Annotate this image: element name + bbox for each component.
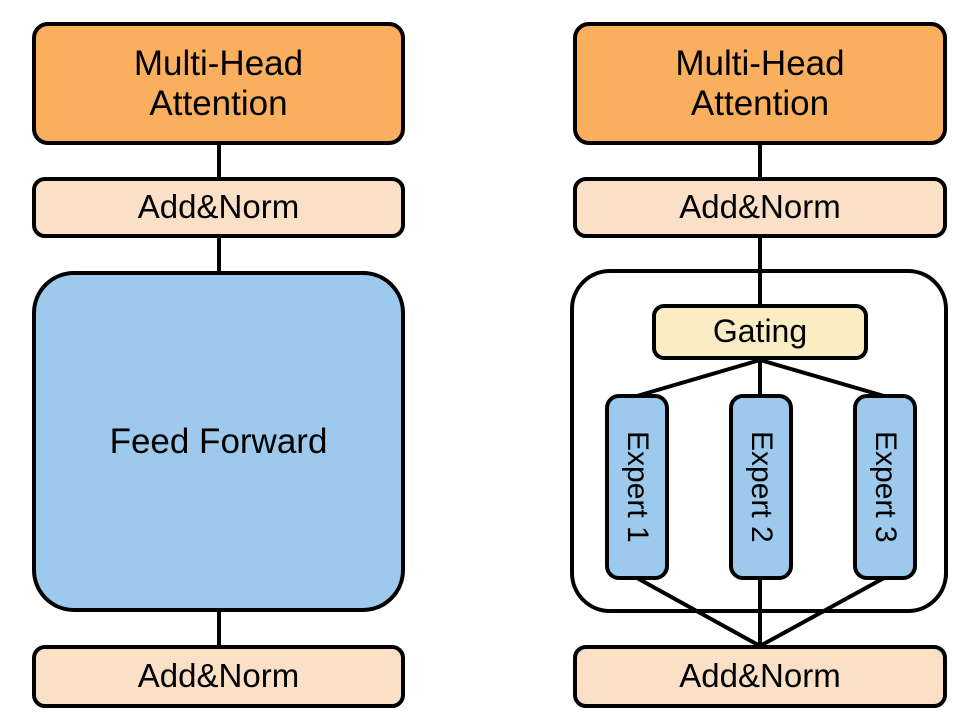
expert-1-box[interactable]: Expert 1 (605, 394, 669, 580)
left-add-norm-top-box[interactable]: Add&Norm (32, 177, 405, 238)
left-multi-head-attention-box[interactable]: Multi-Head Attention (32, 22, 405, 145)
right-multi-head-attention-box[interactable]: Multi-Head Attention (573, 22, 947, 145)
expert-3-label: Expert 3 (868, 431, 902, 543)
expert-2-label: Expert 2 (744, 431, 778, 543)
left-feed-forward-box[interactable]: Feed Forward (32, 271, 405, 612)
expert-2-box[interactable]: Expert 2 (729, 394, 793, 580)
right-add-norm-bottom-box[interactable]: Add&Norm (573, 645, 947, 708)
left-add-norm-bottom-box[interactable]: Add&Norm (32, 645, 405, 708)
gating-box[interactable]: Gating (652, 304, 868, 360)
right-add-norm-top-box[interactable]: Add&Norm (573, 177, 947, 238)
expert-1-label: Expert 1 (620, 431, 654, 543)
expert-3-box[interactable]: Expert 3 (853, 394, 917, 580)
